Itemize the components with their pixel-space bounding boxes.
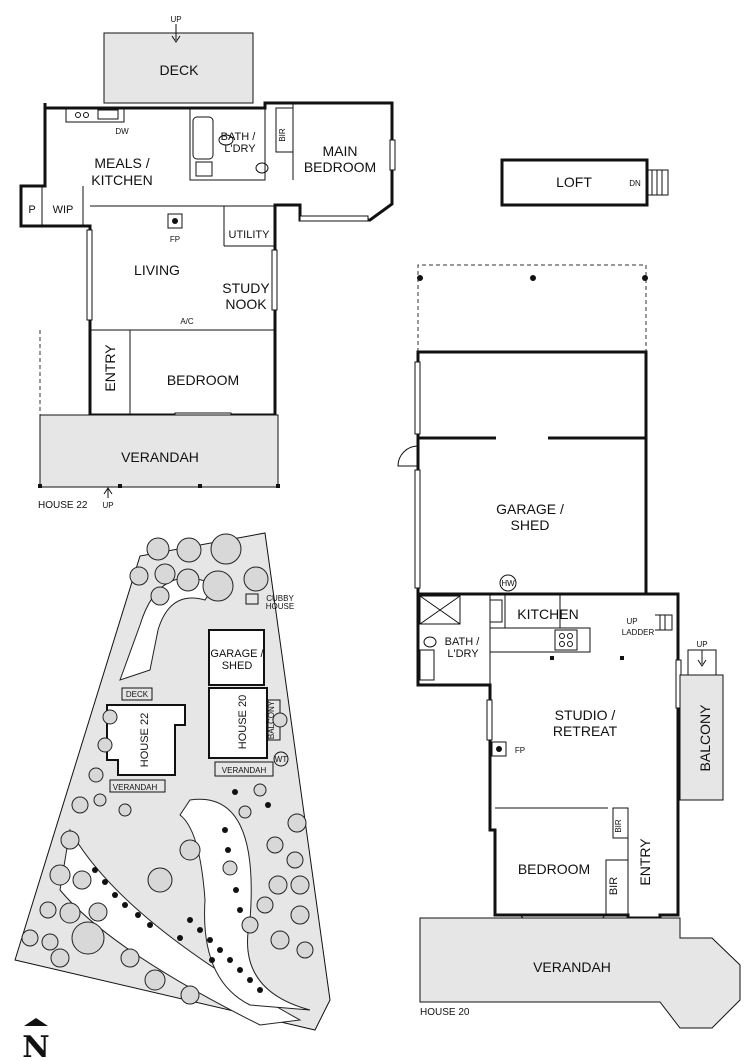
site-balcony-label: BALCONY xyxy=(267,700,276,739)
cubby-label-2: HOUSE xyxy=(266,602,294,611)
house-22-plan: UP DECK P WIP DW MEALS / KITCHEN BATH / … xyxy=(19,15,396,511)
hot-water-label: HW xyxy=(501,579,515,588)
main-label: MAIN xyxy=(323,143,358,159)
deck-up-label: UP xyxy=(170,15,181,24)
site-plan: CUBBY HOUSE GARAGE / SHED HOUSE 20 BALCO… xyxy=(14,532,331,1061)
site-house-22 xyxy=(106,704,186,776)
kitchen-label: KITCHEN xyxy=(91,172,152,188)
toilet-icon xyxy=(255,162,269,174)
house-22-walls xyxy=(19,101,394,417)
balcony-up-label: UP xyxy=(696,640,707,649)
site-garage xyxy=(208,629,265,686)
loft-dn-label: DN xyxy=(629,179,641,188)
h20-bath-label: BATH / xyxy=(445,636,481,648)
bir-side-label: BIR xyxy=(608,877,620,895)
nook-label: NOOK xyxy=(225,296,267,312)
verandah-area xyxy=(39,414,279,488)
site-verandah-22-label: VERANDAH xyxy=(113,783,158,792)
ac-label: A/C xyxy=(180,317,194,326)
h20-toilet-icon xyxy=(423,636,437,648)
stairs-icon xyxy=(647,169,669,196)
bir-label: BIR xyxy=(278,128,287,142)
h20-kitchen-label: KITCHEN xyxy=(517,606,578,622)
ladder-up-label: UP xyxy=(626,617,637,626)
shower-icon xyxy=(419,595,461,625)
h20-laundry-label: L'DRY xyxy=(447,648,479,660)
h20-fireplace-icon xyxy=(491,741,507,757)
balcony-label: BALCONY xyxy=(697,704,713,772)
house-22-caption: HOUSE 22 xyxy=(38,500,88,511)
shed-label: SHED xyxy=(511,517,550,533)
hot-water-icon xyxy=(499,574,517,592)
h20-fireplace-label: FP xyxy=(515,746,525,755)
site-house-20 xyxy=(208,687,268,759)
garage-walls xyxy=(416,350,648,596)
deck-label: DECK xyxy=(160,62,200,78)
living-label: LIVING xyxy=(134,262,180,278)
verandah-up-label: UP xyxy=(102,501,113,510)
h20-bedroom-label: BEDROOM xyxy=(518,861,590,877)
bath-room xyxy=(189,107,266,181)
entry-label: ENTRY xyxy=(102,344,118,392)
study-label: STUDY xyxy=(222,280,270,296)
house-20-plan: GARAGE / SHED HW KITCHEN UP LADDER BATH … xyxy=(397,264,741,1029)
main-bedroom-label: BEDROOM xyxy=(304,159,376,175)
h20-verandah-area xyxy=(419,917,741,1029)
garage-label: GARAGE / xyxy=(496,501,564,517)
water-tank-icon xyxy=(273,751,289,767)
meals-label: MEALS / xyxy=(94,155,149,171)
h20-verandah-label: VERANDAH xyxy=(533,959,611,975)
site-house-22-label: HOUSE 22 xyxy=(139,713,151,767)
studio-label: STUDIO / xyxy=(555,707,616,723)
fireplace-label: FP xyxy=(170,235,180,244)
up-arrow-icon xyxy=(171,24,181,43)
deck-area xyxy=(103,32,254,104)
site-deck-label: DECK xyxy=(126,690,149,699)
bath-label: BATH / xyxy=(221,131,257,143)
house-20-caption: HOUSE 20 xyxy=(420,1007,470,1018)
site-house-20-label: HOUSE 20 xyxy=(237,695,249,749)
kitchen-island xyxy=(489,627,591,653)
bir-top-label: BIR xyxy=(614,819,623,833)
north-arrow-icon xyxy=(24,1018,48,1026)
north-label: N xyxy=(22,1030,49,1061)
garage-door-swing xyxy=(397,445,419,467)
shrubs xyxy=(92,789,271,993)
balcony-area xyxy=(679,674,724,801)
site-verandah-20-label: VERANDAH xyxy=(222,766,267,775)
loft-label: LOFT xyxy=(556,174,592,190)
verandah-label: VERANDAH xyxy=(121,449,199,465)
laundry-label: L'DRY xyxy=(224,143,256,155)
bedroom-label: BEDROOM xyxy=(167,372,239,388)
ladder-label: LADDER xyxy=(622,628,655,637)
fireplace-icon xyxy=(167,213,183,229)
dishwasher-label: DW xyxy=(115,127,129,136)
cubby-label-1: CUBBY xyxy=(266,594,294,603)
loft-plan: LOFT DN xyxy=(500,158,669,207)
loft-walls xyxy=(500,158,649,207)
retreat-label: RETREAT xyxy=(553,723,618,739)
bathtub-icon xyxy=(192,116,214,160)
trees xyxy=(21,533,314,1005)
ladder-icon xyxy=(655,614,673,631)
utility-label: UTILITY xyxy=(229,229,271,241)
h20-entry-label: ENTRY xyxy=(637,838,653,886)
wip-label: WIP xyxy=(53,204,74,216)
pantry-label: P xyxy=(28,204,35,216)
basin-icon xyxy=(218,134,234,146)
water-tank-label: WT xyxy=(275,755,288,764)
cooktop-icon xyxy=(554,629,578,651)
site-shed-label: SHED xyxy=(222,660,253,672)
site-garage-label: GARAGE / xyxy=(210,648,264,660)
kitchen-bench xyxy=(65,107,125,123)
